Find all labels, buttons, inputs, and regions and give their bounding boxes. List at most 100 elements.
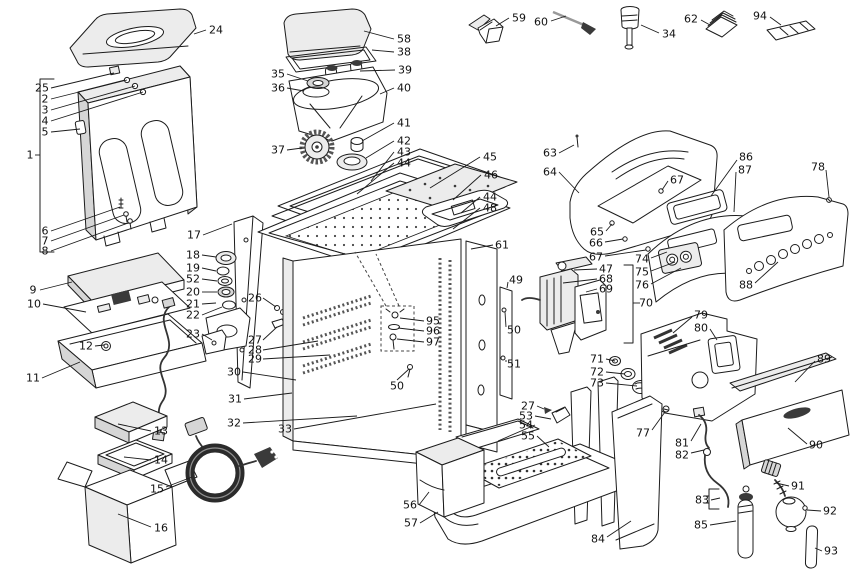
part-label-41: 41 [397, 117, 411, 130]
steam-wand [737, 499, 754, 559]
leader-line-19 [201, 267, 217, 272]
part-label-34: 34 [662, 28, 676, 41]
part-label-33: 33 [278, 423, 292, 436]
leader-line-77 [651, 411, 666, 431]
water-tank [74, 65, 198, 247]
leader-line-28 [262, 340, 319, 351]
display-window [737, 214, 793, 242]
part-label-55: 55 [521, 430, 535, 443]
service-door-assembly [569, 130, 849, 303]
leader-line-45 [429, 156, 481, 189]
power-cord [184, 417, 278, 503]
part-label-85: 85 [694, 519, 708, 532]
part-label-91: 91 [791, 480, 805, 493]
hopper-lid [283, 8, 372, 61]
leader-line-81 [690, 423, 702, 442]
part-label-6: 6 [42, 225, 49, 238]
leader-line-57 [419, 511, 439, 524]
bean-hopper-assembly [283, 8, 388, 171]
part-label-67: 67 [670, 174, 684, 187]
leader-line-74 [650, 251, 668, 259]
leader-line-11 [41, 361, 81, 379]
leader-line-7 [50, 214, 125, 242]
leader-line-63 [558, 144, 575, 154]
cover-plate [385, 163, 518, 211]
door-handle [611, 150, 689, 180]
grinder-burr [299, 129, 335, 165]
part-label-75: 75 [635, 266, 649, 279]
leader-line-24 [193, 29, 207, 35]
part-label-62: 62 [684, 13, 698, 26]
part-label-14: 14 [154, 454, 168, 467]
leader-line-29 [262, 354, 331, 360]
panel-button [802, 239, 812, 249]
leader-line-94 [769, 16, 782, 26]
leader-line-50 [504, 311, 507, 328]
appliance-connector [184, 417, 208, 436]
water-tank-lid [69, 8, 197, 68]
pipe-ring [703, 448, 711, 456]
part-label-26: 26 [248, 292, 262, 305]
leader-line-64 [558, 171, 580, 194]
panel-button [754, 261, 764, 271]
leader-line-46 [452, 174, 482, 201]
leader-line-31 [243, 392, 293, 400]
leader-line-58 [363, 30, 395, 40]
part-label-11: 11 [26, 372, 40, 385]
part-label-39: 39 [398, 64, 412, 77]
mounting-bracket [201, 329, 227, 355]
side-panel [611, 395, 663, 550]
leader-line-33 [293, 403, 437, 430]
part-label-56: 56 [403, 499, 417, 512]
leader-line-88 [754, 261, 779, 284]
leader-line-17 [202, 223, 233, 236]
drip-tray-assembly [415, 406, 628, 545]
leader-line-80 [709, 328, 718, 341]
leader-line-13 [117, 423, 152, 432]
leader-line-18 [201, 254, 217, 258]
leader-line-8 [50, 222, 129, 252]
part-label-67: 67 [589, 251, 603, 264]
part-label-19: 19 [186, 262, 200, 275]
leader-line-43 [370, 151, 395, 182]
part-label-65: 65 [590, 226, 604, 239]
leader-line-85 [709, 520, 737, 526]
part-label-5: 5 [42, 126, 49, 139]
part-label-68: 68 [599, 273, 613, 286]
part-label-74: 74 [635, 253, 649, 266]
part-label-50: 50 [390, 380, 404, 393]
boiler-assembly [640, 312, 758, 456]
part-label-47: 47 [599, 263, 613, 276]
part-label-27: 27 [248, 334, 262, 347]
leader-line-54 [497, 424, 536, 442]
part-label-27: 27 [521, 400, 535, 413]
part-label-80: 80 [694, 322, 708, 335]
part-label-35: 35 [271, 68, 285, 81]
leader-line-12 [94, 344, 105, 347]
leader-line-47 [573, 268, 598, 271]
part-label-51: 51 [507, 358, 521, 371]
part-label-70: 70 [639, 297, 653, 310]
leader-line-23 [201, 333, 213, 341]
part-label-25: 25 [35, 82, 49, 95]
part-label-23: 23 [186, 328, 200, 341]
washer [388, 324, 400, 330]
leader-line-6 [50, 206, 121, 232]
leader-line-76 [650, 267, 682, 285]
steam-wand-group [703, 454, 819, 569]
part-label-48: 48 [483, 202, 497, 215]
leader-line-22 [201, 306, 223, 316]
test-strip [766, 20, 816, 41]
door-pin [576, 136, 579, 148]
leader-line-52 [201, 278, 218, 282]
part-label-46: 46 [484, 169, 498, 182]
group-bracket-70 [623, 264, 634, 344]
wing-nut [391, 311, 399, 319]
part-label-9: 9 [30, 284, 37, 297]
part-label-63: 63 [543, 147, 557, 160]
leader-line-96 [397, 327, 425, 332]
part-label-54: 54 [519, 419, 533, 432]
part-label-12: 12 [79, 340, 93, 353]
leader-line-67 [661, 180, 669, 191]
leader-line-5 [50, 128, 81, 133]
